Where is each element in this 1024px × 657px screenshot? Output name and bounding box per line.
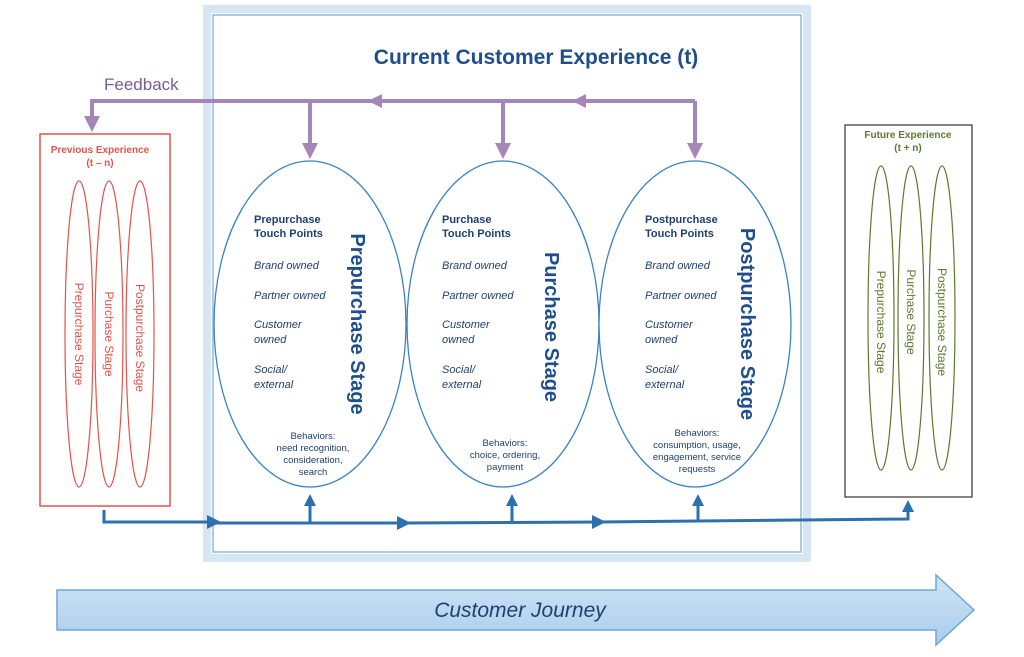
touch-points-title: Prepurchase: [254, 214, 321, 226]
touch-point: Partner owned: [254, 290, 326, 302]
flow-arrowhead: [592, 515, 606, 529]
previous-stage-ellipse: [94, 180, 124, 488]
future-stage-label: Postpurchase Stage: [935, 268, 949, 376]
touch-point: Partner owned: [645, 290, 717, 302]
customer-journey-label: Customer Journey: [434, 599, 607, 622]
previous-stage-label: Purchase Stage: [102, 291, 116, 377]
behaviors: Behaviors:: [675, 428, 720, 439]
touch-point: Customer: [645, 319, 694, 331]
touch-point: Partner owned: [442, 290, 514, 302]
stage-ellipse: [598, 160, 792, 488]
previous-stage-ellipse: [64, 180, 94, 488]
touch-point: Social/: [645, 364, 679, 376]
behaviors: payment: [487, 462, 524, 473]
touch-point: owned: [645, 334, 678, 346]
touch-points-title: Touch Points: [254, 228, 323, 240]
future-stage-ellipse: [928, 165, 956, 471]
behaviors: consideration,: [283, 455, 342, 466]
journey-flow: [102, 494, 914, 525]
touch-point: external: [442, 379, 482, 391]
previous-stage-label: Prepurchase Stage: [72, 283, 86, 386]
customer-journey-arrow: Customer Journey: [56, 573, 976, 647]
touch-point: Brand owned: [254, 260, 320, 272]
touch-points-title: Touch Points: [645, 228, 714, 240]
stage-prepurchase: Prepurchase Stage Prepurchase Touch Poin…: [213, 160, 407, 488]
touch-point: owned: [442, 334, 475, 346]
behaviors: Behaviors:: [483, 438, 528, 449]
behaviors: choice, ordering,: [470, 450, 540, 461]
future-stage-label: Prepurchase Stage: [874, 271, 888, 374]
behaviors: consumption, usage,: [653, 440, 741, 451]
touch-points-title: Touch Points: [442, 228, 511, 240]
touch-point: Brand owned: [645, 260, 711, 272]
touch-point: Customer: [442, 319, 491, 331]
previous-experience-period: (t – n): [86, 158, 113, 169]
feedback-label: Feedback: [104, 75, 179, 94]
stage-name: Prepurchase Stage: [346, 233, 368, 414]
behaviors: need recognition,: [277, 443, 350, 454]
touch-point: Brand owned: [442, 260, 508, 272]
future-stage-ellipse: [867, 165, 895, 471]
diagram-title: Current Customer Experience (t): [374, 46, 698, 69]
stage-name: Purchase Stage: [540, 252, 562, 402]
previous-experience-title: Previous Experience: [51, 145, 150, 156]
current-experience-frame: [203, 5, 811, 562]
touch-point: external: [254, 379, 294, 391]
touch-point: external: [645, 379, 685, 391]
touch-point: owned: [254, 334, 287, 346]
future-experience-box: Future Experience (t + n) Prepurchase St…: [844, 124, 973, 498]
touch-point: Social/: [254, 364, 288, 376]
stage-purchase: Purchase Stage Purchase Touch Points Bra…: [406, 160, 600, 488]
behaviors: search: [299, 467, 328, 478]
previous-stage-label: Postpurchase Stage: [133, 284, 147, 392]
feedback-arrowhead: [572, 94, 586, 108]
future-stage-ellipse: [897, 165, 925, 471]
behaviors: Behaviors:: [291, 431, 336, 442]
stage-postpurchase: Postpurchase Stage Postpurchase Touch Po…: [598, 160, 792, 488]
future-stage-label: Purchase Stage: [904, 269, 918, 355]
behaviors: engagement, service: [653, 452, 741, 463]
future-experience-title: Future Experience: [864, 130, 952, 141]
future-experience-period: (t + n): [894, 143, 922, 154]
flow-arrowhead: [397, 516, 411, 530]
stage-ellipse: [213, 160, 407, 488]
touch-point: Customer: [254, 319, 303, 331]
stage-name: Postpurchase Stage: [736, 228, 758, 420]
touch-points-title: Postpurchase: [645, 214, 718, 226]
flow-arrowhead: [207, 515, 221, 529]
touch-point: Social/: [442, 364, 476, 376]
feedback-arrowhead: [368, 94, 382, 108]
previous-stage-ellipse: [125, 180, 155, 488]
feedback-loop: [84, 99, 703, 159]
previous-experience-box: Previous Experience (t – n) Prepurchase …: [39, 133, 171, 507]
behaviors: requests: [679, 464, 716, 475]
touch-points-title: Purchase: [442, 214, 492, 226]
